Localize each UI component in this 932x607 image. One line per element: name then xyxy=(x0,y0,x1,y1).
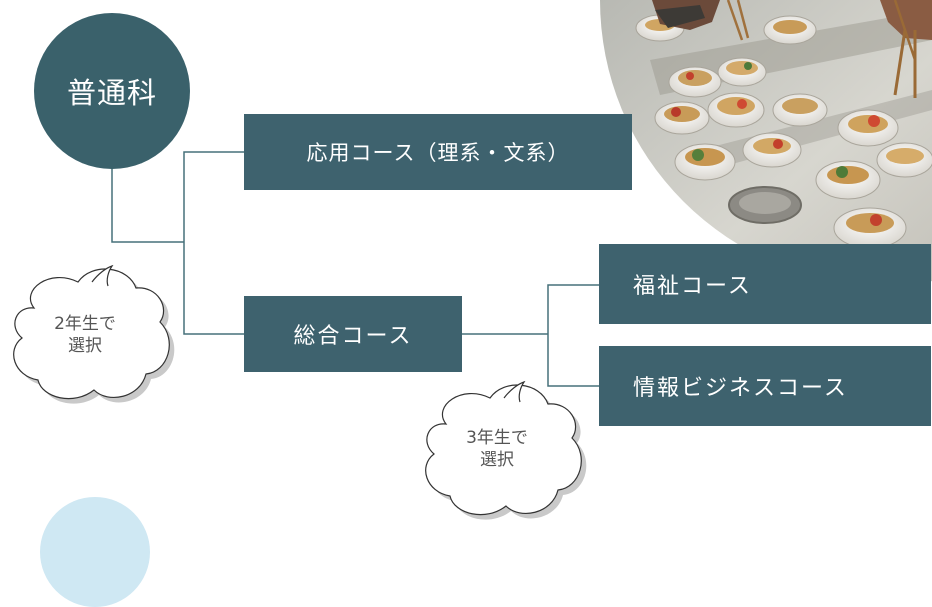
speech-bubble-year3 xyxy=(425,380,587,520)
bubble-year3-line2: 選択 xyxy=(480,450,514,470)
bubble-text-year2: 2年生で 選択 xyxy=(20,313,150,357)
course-box-welfare: 福祉コース xyxy=(599,244,931,324)
bubble-year3-line1: 3年生で xyxy=(466,428,528,448)
department-label: 普通科 xyxy=(66,76,157,110)
connector-lines xyxy=(111,151,599,387)
department-circle: 普通科 xyxy=(34,13,190,169)
course-label-applied: 応用コース（理系・文系） xyxy=(306,141,570,165)
bubble-text-year3: 3年生で 選択 xyxy=(432,427,562,471)
course-label-general: 総合コース xyxy=(293,324,413,349)
connector-to-applied xyxy=(183,151,244,335)
bubble-year2-line1: 2年生で xyxy=(54,314,116,334)
course-label-info-business: 情報ビジネスコース xyxy=(633,376,848,401)
course-box-general: 総合コース xyxy=(244,296,462,372)
course-box-info-business: 情報ビジネスコース xyxy=(599,346,931,426)
connector-main-stem xyxy=(111,160,184,243)
course-box-applied: 応用コース（理系・文系） xyxy=(244,114,632,190)
bubble-year2-line2: 選択 xyxy=(68,336,102,356)
course-label-welfare: 福祉コース xyxy=(633,274,752,299)
decorative-circle xyxy=(40,497,150,607)
connector-sub-branch xyxy=(547,284,599,387)
diagram-canvas xyxy=(13,0,932,520)
speech-bubble-year2 xyxy=(13,264,175,404)
